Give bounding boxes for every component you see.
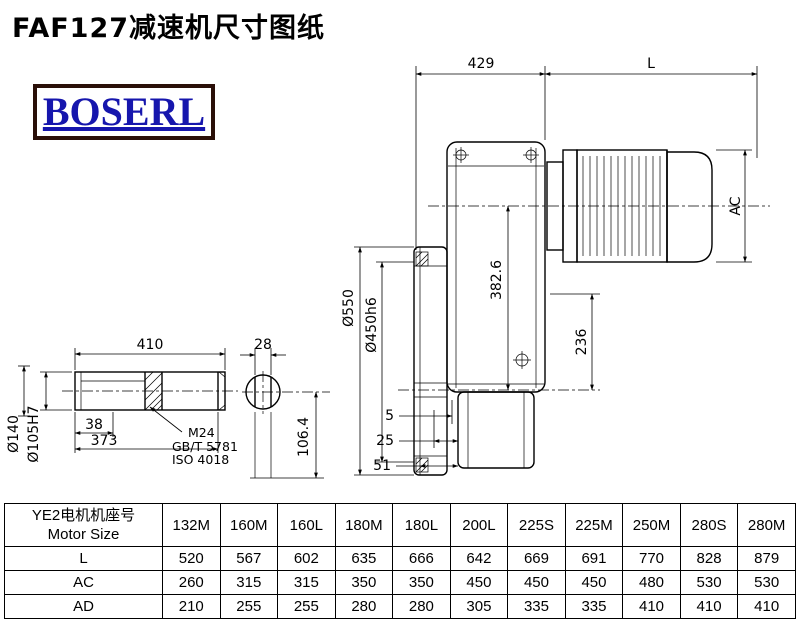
dim-5-label: 5 <box>385 408 394 424</box>
dim-value-cell: 280 <box>334 594 394 619</box>
motor-size-header: 180L <box>392 503 451 547</box>
dim-value-cell: 335 <box>507 594 566 619</box>
dim-value-cell: 691 <box>564 546 624 571</box>
motor-fins <box>582 156 661 256</box>
dimension-lines <box>18 66 758 479</box>
dim-value-cell: 315 <box>219 570 279 595</box>
dim-410-label: 410 <box>137 337 164 353</box>
dim-value-cell: 315 <box>277 570 336 595</box>
dim-value-cell: 350 <box>334 570 394 595</box>
dimension-table-wrap: YE2电机机座号 Motor Size 132M 160M 160L 180M … <box>4 503 796 619</box>
table-row-AC: AC 260 315 315 350 350 450 450 450 480 5… <box>4 570 796 595</box>
motor-size-header: 225M <box>564 503 624 547</box>
motor-size-header-cell: YE2电机机座号 Motor Size <box>4 503 163 547</box>
std-gb-label: GB/T 5781 <box>172 439 238 454</box>
shaft-end-view <box>245 374 281 410</box>
motor-size-header: 180M <box>334 503 394 547</box>
dimension-table: YE2电机机座号 Motor Size 132M 160M 160L 180M … <box>4 503 796 619</box>
dim-value-cell: 530 <box>679 570 739 595</box>
dim-value-cell: 530 <box>737 570 796 595</box>
dim-450h6-label: Ø450h6 <box>364 297 380 353</box>
header-cn: YE2电机机座号 <box>31 506 136 524</box>
dim-L-label: L <box>647 56 655 72</box>
dim-382-label: 382.6 <box>489 260 505 300</box>
dim-value-cell: 879 <box>737 546 796 571</box>
dim-value-cell: 335 <box>564 594 624 619</box>
dim-value-cell: 642 <box>449 546 509 571</box>
motor-size-header: 200L <box>449 503 509 547</box>
motor-size-header: 160L <box>277 503 336 547</box>
row-label-cell: AD <box>4 594 163 619</box>
header-en: Motor Size <box>47 526 120 543</box>
dim-value-cell: 280 <box>392 594 451 619</box>
dim-value-cell: 450 <box>507 570 566 595</box>
motor-size-header: 132M <box>162 503 221 547</box>
dim-value-cell: 410 <box>737 594 796 619</box>
centerlines <box>62 205 770 414</box>
flange-bolt-sections <box>415 251 429 473</box>
dim-value-cell: 450 <box>449 570 509 595</box>
motor-size-header: 280M <box>737 503 796 547</box>
dim-value-cell: 480 <box>622 570 681 595</box>
dim-value-cell: 666 <box>392 546 451 571</box>
dim-value-cell: 602 <box>277 546 336 571</box>
std-iso-label: ISO 4018 <box>172 452 229 467</box>
dim-value-cell: 255 <box>219 594 279 619</box>
logo-text: BOSERL <box>42 89 206 134</box>
dim-106-label: 106.4 <box>296 417 312 457</box>
dimension-labels: 429 L AC Ø550 Ø450h6 382.6 236 5 25 51 4… <box>6 56 744 474</box>
table-row-AD: AD 210 255 255 280 280 305 335 335 410 4… <box>4 594 796 619</box>
boserl-logo: BOSERL <box>33 84 215 140</box>
shaft-end-circle <box>245 374 281 410</box>
dim-value-cell: 828 <box>679 546 739 571</box>
dim-value-cell: 350 <box>392 570 451 595</box>
fan-cover <box>666 151 713 263</box>
motor <box>546 149 713 263</box>
table-row-L: L 520 567 602 635 666 642 669 691 770 82… <box>4 546 796 571</box>
gearbox-housing <box>413 141 546 476</box>
dim-value-cell: 567 <box>219 546 279 571</box>
table-header-row: YE2电机机座号 Motor Size 132M 160M 160L 180M … <box>4 503 796 547</box>
thread-m24-label: M24 <box>188 425 215 440</box>
dim-value-cell: 770 <box>622 546 681 571</box>
dim-550-label: Ø550 <box>341 289 357 327</box>
dim-AC-label: AC <box>728 196 744 215</box>
dim-140-label: Ø140 <box>6 415 22 453</box>
dim-25-label: 25 <box>376 433 394 449</box>
dim-28-label: 28 <box>254 337 272 353</box>
dim-105-label: Ø105H7 <box>26 405 42 462</box>
dim-38-label: 38 <box>85 417 103 433</box>
dim-value-cell: 450 <box>564 570 624 595</box>
motor-size-header: 225S <box>507 503 566 547</box>
page-title: FAF127减速机尺寸图纸 <box>12 13 326 44</box>
motor-size-header: 160M <box>219 503 279 547</box>
dim-value-cell: 410 <box>679 594 739 619</box>
row-label-cell: L <box>4 546 163 571</box>
row-label-cell: AC <box>4 570 163 595</box>
dim-value-cell: 520 <box>162 546 221 571</box>
output-flange <box>413 246 448 476</box>
motor-size-header: 280S <box>679 503 739 547</box>
dim-value-cell: 210 <box>162 594 221 619</box>
gearbox-lower-section <box>457 391 535 469</box>
dim-value-cell: 410 <box>622 594 681 619</box>
motor-size-header: 250M <box>622 503 681 547</box>
dim-value-cell: 669 <box>507 546 566 571</box>
dim-value-cell: 305 <box>449 594 509 619</box>
dim-429-label: 429 <box>468 56 495 72</box>
bolt-holes <box>453 147 539 369</box>
dimension-drawing: 429 L AC Ø550 Ø450h6 382.6 236 5 25 51 4… <box>6 56 770 479</box>
dim-51-label: 51 <box>373 458 391 474</box>
dim-373-label: 373 <box>91 433 118 449</box>
dim-value-cell: 260 <box>162 570 221 595</box>
dim-236-label: 236 <box>574 329 590 356</box>
dim-value-cell: 255 <box>277 594 336 619</box>
dim-value-cell: 635 <box>334 546 394 571</box>
